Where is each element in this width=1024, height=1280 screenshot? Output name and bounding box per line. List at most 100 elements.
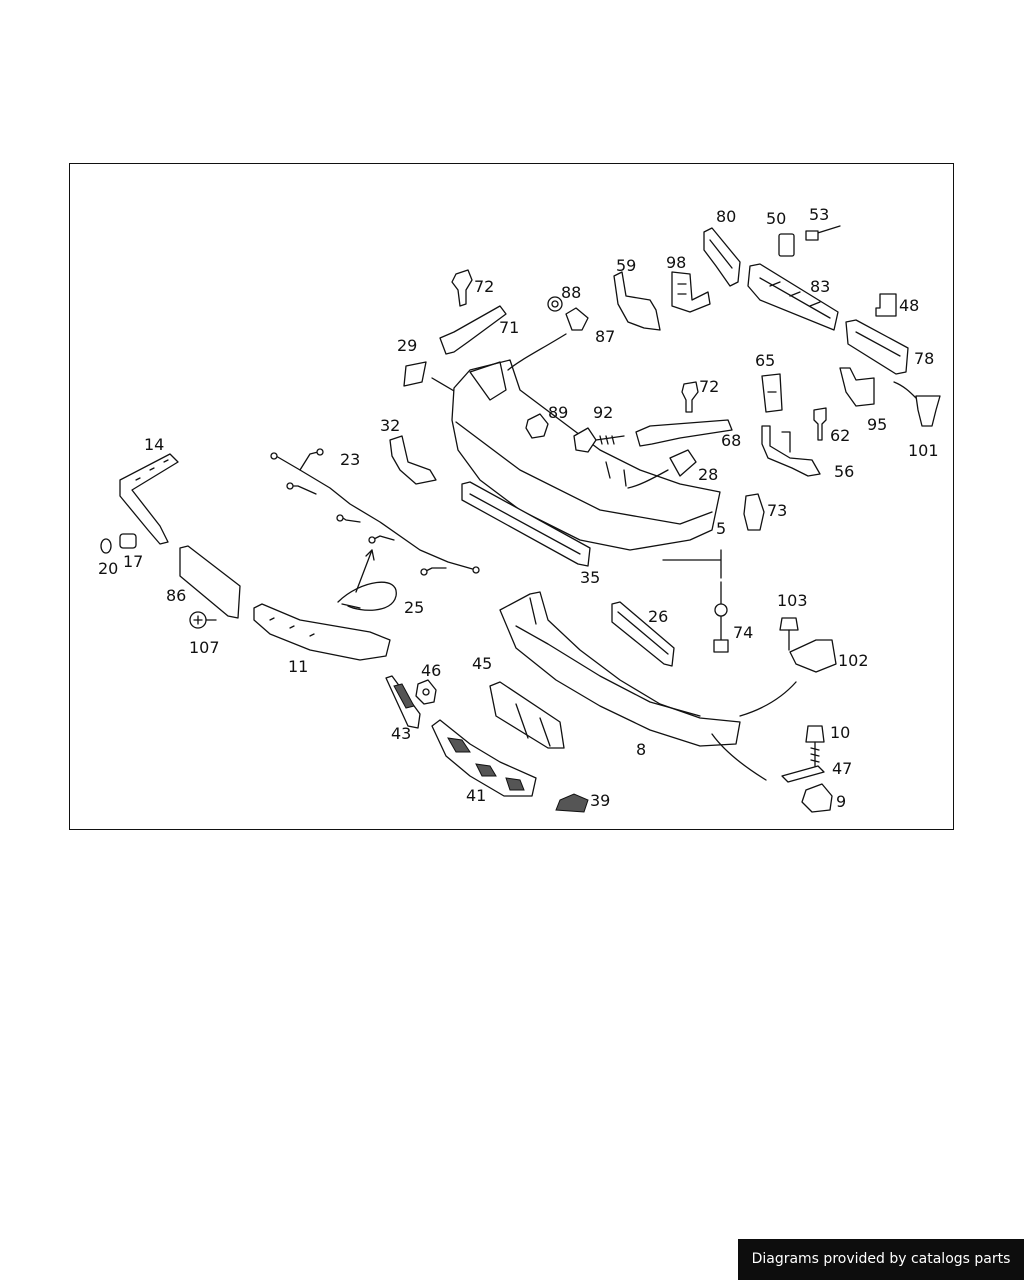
label-47: 47 [832, 759, 852, 778]
part-46-nut [415, 679, 437, 705]
leader-87-to-5 [507, 333, 567, 371]
part-83-absorber [747, 263, 839, 331]
label-74: 74 [733, 623, 753, 642]
label-14: 14 [144, 435, 164, 454]
part-39-grille [555, 793, 589, 813]
label-32: 32 [380, 416, 400, 435]
label-50: 50 [766, 209, 786, 228]
label-73: 73 [767, 501, 787, 520]
part-92-bolt [573, 427, 625, 453]
label-80: 80 [716, 207, 736, 226]
part-8-spoiler [499, 591, 741, 747]
part-68-bracket [635, 419, 733, 447]
label-95: 95 [867, 415, 887, 434]
part-28-cover [669, 449, 697, 477]
label-68: 68 [721, 431, 741, 450]
label-53: 53 [809, 205, 829, 224]
label-46: 46 [421, 661, 441, 680]
part-14-side-trim [119, 453, 179, 545]
label-101: 101 [908, 441, 939, 460]
part-10-bolt [805, 725, 825, 767]
label-71: 71 [499, 318, 519, 337]
label-62: 62 [830, 426, 850, 445]
part-29-cover [403, 361, 427, 387]
part-102-bracket [789, 639, 837, 673]
part-17-connector [119, 533, 137, 549]
leader-102-to-8 [739, 681, 797, 717]
part-89-nut [525, 413, 549, 439]
label-41: 41 [466, 786, 486, 805]
part-25-cable-tie [337, 549, 397, 611]
part-78-absorber [845, 319, 909, 375]
label-87: 87 [595, 327, 615, 346]
part-48-bracket [875, 293, 897, 317]
label-48: 48 [899, 296, 919, 315]
label-72-b: 72 [699, 377, 719, 396]
credit-banner: Diagrams provided by catalogs parts [738, 1239, 1024, 1280]
label-11: 11 [288, 657, 308, 676]
part-26-grille [611, 601, 675, 667]
label-88: 88 [561, 283, 581, 302]
label-107: 107 [189, 638, 220, 657]
part-73-clip [743, 493, 765, 531]
label-92: 92 [593, 403, 613, 422]
label-25: 25 [404, 598, 424, 617]
part-9-clip [801, 783, 833, 813]
part-45-grille [489, 681, 565, 749]
label-65: 65 [755, 351, 775, 370]
label-72-a: 72 [474, 277, 494, 296]
part-50-block [778, 233, 795, 257]
part-35-bar [461, 481, 591, 567]
part-72-clip-a [451, 269, 473, 307]
label-20: 20 [98, 559, 118, 578]
part-47-plate [781, 765, 825, 783]
label-35: 35 [580, 568, 600, 587]
part-5-bumper-cover [451, 359, 721, 551]
label-45: 45 [472, 654, 492, 673]
part-74-bolt [662, 549, 729, 653]
label-9: 9 [836, 792, 846, 811]
part-86-plate-holder [179, 545, 241, 619]
label-26: 26 [648, 607, 668, 626]
part-71-bracket [439, 305, 507, 355]
label-23: 23 [340, 450, 360, 469]
label-17: 17 [123, 552, 143, 571]
part-95-bracket [839, 367, 875, 407]
part-98-bracket [671, 271, 711, 313]
label-103: 103 [777, 591, 808, 610]
part-103-bolt [779, 617, 799, 651]
part-11-trim [253, 603, 391, 661]
label-56: 56 [834, 462, 854, 481]
label-39: 39 [590, 791, 610, 810]
part-62-clip [813, 407, 827, 441]
part-41-grille [431, 719, 537, 797]
label-10: 10 [830, 723, 850, 742]
label-83: 83 [810, 277, 830, 296]
part-32-bracket [389, 435, 437, 485]
label-89: 89 [548, 403, 568, 422]
part-53-screw [805, 225, 841, 241]
label-29: 29 [397, 336, 417, 355]
part-101-clip [893, 381, 941, 427]
leader-47-to-8 [711, 733, 767, 781]
part-43-grille [385, 675, 421, 729]
label-43: 43 [391, 724, 411, 743]
part-88-washer [547, 296, 563, 312]
part-59-bracket [613, 271, 661, 331]
label-28: 28 [698, 465, 718, 484]
part-56-bracket [761, 425, 821, 477]
part-72-clip-b [681, 381, 699, 413]
part-87-bolt [565, 307, 589, 331]
label-98: 98 [666, 253, 686, 272]
leader-28 [627, 469, 669, 489]
part-23-harness [270, 448, 480, 576]
label-102: 102 [838, 651, 869, 670]
label-78: 78 [914, 349, 934, 368]
part-65-plate [761, 373, 783, 413]
label-8: 8 [636, 740, 646, 759]
label-5: 5 [716, 519, 726, 538]
part-20-washer [100, 538, 112, 554]
part-107-screw [189, 611, 217, 629]
label-86: 86 [166, 586, 186, 605]
